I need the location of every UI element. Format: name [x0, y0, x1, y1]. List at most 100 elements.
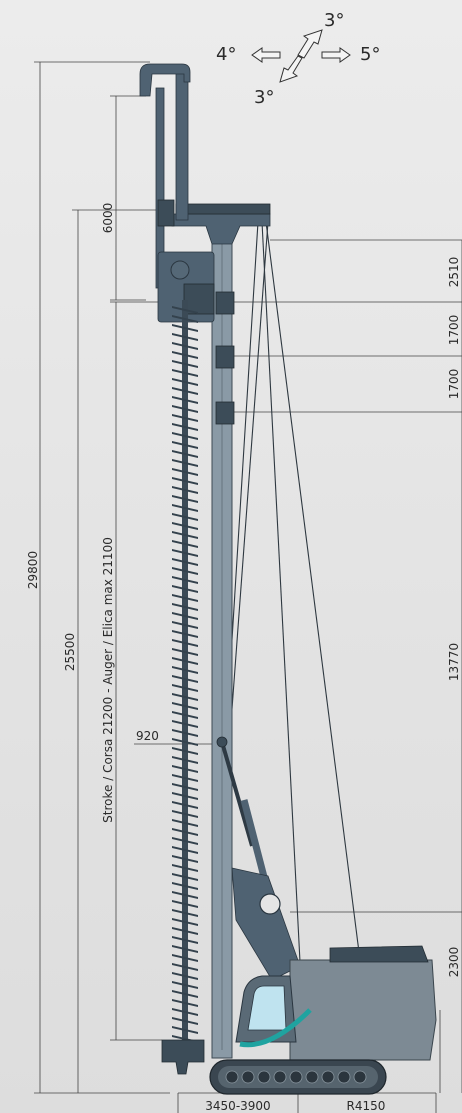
tilt-front-label: 3° [324, 10, 344, 31]
auger-flight [172, 756, 198, 764]
track-roller [241, 1070, 255, 1084]
right-dimensions: 2510 1700 1700 13770 2300 [232, 239, 462, 1093]
auger-flight [172, 891, 198, 899]
arrow-left-icon [251, 47, 281, 63]
auger-flight [172, 954, 198, 962]
auger-flight [172, 603, 198, 611]
auger-flight [172, 387, 198, 395]
auger-flight [172, 810, 198, 818]
auger-flight [172, 783, 198, 791]
auger-flight [172, 963, 198, 971]
auger-flight [172, 684, 198, 692]
cab-window [247, 985, 287, 1031]
track-roller [257, 1070, 271, 1084]
auger-flight [172, 342, 198, 350]
dim-base-width: 3450-3900 [205, 1099, 270, 1113]
dim-right-seg2: 1700 [447, 369, 461, 400]
dim-right-seg1: 1700 [447, 315, 461, 346]
tilt-indicator: 4° 5° 3° 3° [216, 10, 380, 108]
track-roller [273, 1070, 287, 1084]
auger-flight [172, 657, 198, 665]
dim-tail-radius: R4150 [347, 1099, 386, 1113]
auger-flight [172, 864, 198, 872]
auger-flight [172, 729, 198, 737]
auger-flight [172, 324, 198, 332]
auger-flight [172, 432, 198, 440]
auger [172, 300, 198, 1060]
left-dimensions: 29800 25500 Stroke / Corsa 21200 - Auger… [26, 61, 216, 1094]
auger-flight [172, 540, 198, 548]
dim-head-travel: 6000 [101, 203, 115, 234]
auger-flight [172, 351, 198, 359]
auger-flight [172, 819, 198, 827]
auger-flight [172, 837, 198, 845]
counterweight-top [329, 945, 429, 963]
arrow-right-icon [321, 47, 351, 63]
auger-flight [172, 549, 198, 557]
auger-flight [172, 423, 198, 431]
auger-flight [172, 630, 198, 638]
auger-flight [172, 1026, 198, 1034]
auger-flight [172, 792, 198, 800]
auger-flight [172, 999, 198, 1007]
auger-flight [172, 621, 198, 629]
track-roller [289, 1070, 303, 1084]
auger-flight [172, 666, 198, 674]
arrow-back-icon [279, 55, 303, 83]
auger-flight [172, 855, 198, 863]
auger-flight [172, 675, 198, 683]
track-rollers [225, 1070, 367, 1084]
auger-flight [172, 504, 198, 512]
track-roller [321, 1070, 335, 1084]
auger-flight [172, 513, 198, 521]
auger-flight [172, 333, 198, 341]
auger-flight [172, 486, 198, 494]
track-roller [305, 1070, 319, 1084]
dim-mast-offset: 920 [136, 729, 159, 743]
track-roller [353, 1070, 367, 1084]
auger-flight [172, 702, 198, 710]
auger-flight [172, 873, 198, 881]
auger-flight [172, 738, 198, 746]
auger-flight [172, 585, 198, 593]
dim-mast-height: 25500 [63, 633, 77, 671]
auger-flight [172, 1017, 198, 1025]
dim-right-main: 13770 [447, 643, 461, 681]
auger-flight [172, 801, 198, 809]
cab-accent-stripe [239, 1008, 312, 1048]
auger-flight [172, 909, 198, 917]
kelly-column [175, 69, 189, 221]
tilt-left-label: 4° [216, 44, 236, 65]
auger-tip [161, 1039, 205, 1075]
auger-flight [172, 369, 198, 377]
rig [139, 63, 437, 1095]
auger-flight [172, 693, 198, 701]
auger-flight [172, 450, 198, 458]
auger-flight [172, 711, 198, 719]
auger-flight [172, 396, 198, 404]
auger-flight [172, 459, 198, 467]
auger-flight [172, 522, 198, 530]
auger-flight [172, 918, 198, 926]
dim-total-height: 29800 [26, 551, 40, 589]
auger-flight [172, 720, 198, 728]
auger-flight [172, 441, 198, 449]
auger-flight [172, 315, 198, 323]
auger-flight [172, 882, 198, 890]
auger-flight [172, 900, 198, 908]
dim-stroke-label: Stroke / Corsa 21200 - Auger / Elica max… [101, 537, 115, 823]
auger-flight [172, 594, 198, 602]
auger-flight [172, 495, 198, 503]
auger-flight [172, 648, 198, 656]
mast-crown [171, 213, 271, 245]
tilt-back-label: 3° [254, 87, 274, 108]
upper-carriage [289, 959, 437, 1061]
bottom-dimensions: 3450-3900 R4150 [177, 1092, 437, 1113]
tilt-right-label: 5° [360, 44, 380, 65]
auger-flight [172, 306, 198, 314]
auger-flight [172, 936, 198, 944]
auger-flight [172, 576, 198, 584]
auger-flight [172, 774, 198, 782]
